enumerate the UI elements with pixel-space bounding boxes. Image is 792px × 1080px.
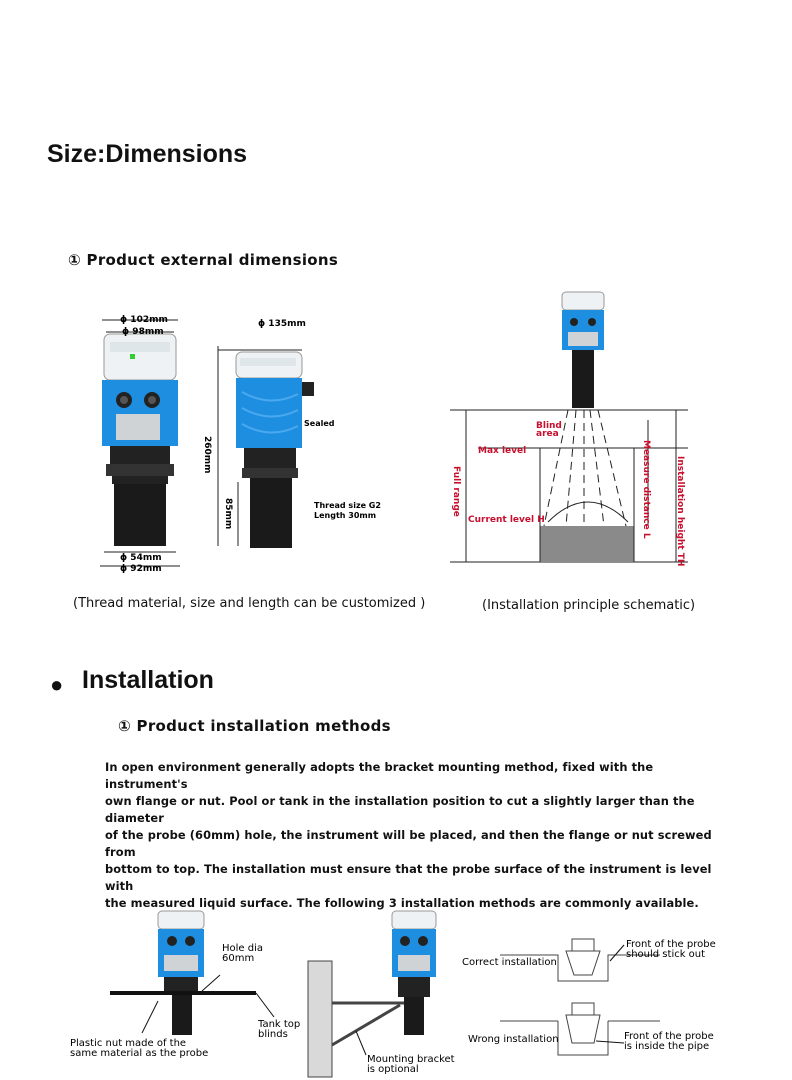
- bracket-label-1: Mounting bracket: [367, 1054, 455, 1065]
- probe-side-view: [217, 346, 314, 548]
- measure-distance-label: Measure distance L: [641, 440, 651, 539]
- paragraph-line: the measured liquid surface. The followi…: [105, 896, 699, 910]
- dia-base-label: ϕ 92mm: [120, 564, 162, 574]
- front-out-label-2: should stick out: [626, 949, 705, 960]
- height-label: 260mm: [202, 436, 212, 474]
- front-in-label-2: is inside the pipe: [624, 1041, 709, 1052]
- probe-front-view: [100, 319, 180, 567]
- size-dimensions-heading: Size:Dimensions: [47, 140, 248, 168]
- blind-label-1: Blind: [536, 421, 562, 431]
- max-level-label: Max level: [478, 446, 526, 456]
- sealed-label: Sealed: [304, 419, 335, 428]
- dia-outer-label: ϕ 102mm: [120, 315, 168, 325]
- paragraph-line: In open environment generally adopts the…: [105, 760, 654, 791]
- correct-install-label: Correct installation: [462, 957, 557, 968]
- dimensions-caption: (Thread material, size and length can be…: [73, 596, 426, 611]
- bracket-label-2: is optional: [367, 1064, 419, 1075]
- installation-figure: Hole dia 60mm Tank top blinds Plastic nu…: [70, 910, 716, 1078]
- front-in-label-1: Front of the probe: [624, 1031, 714, 1042]
- front-out-label-1: Front of the probe: [626, 939, 716, 950]
- current-level-label: Current level H: [468, 515, 545, 525]
- hole-dia-label-2: 60mm: [222, 953, 254, 964]
- tank-top-label-2: blinds: [258, 1029, 288, 1040]
- thread-size-label: Thread size G2: [314, 501, 381, 510]
- external-dimensions-heading: ① Product external dimensions: [68, 251, 339, 269]
- thread-length-text: Length 30mm: [314, 511, 376, 520]
- installation-paragraph: In open environment generally adopts the…: [105, 759, 725, 912]
- installation-methods-heading: ① Product installation methods: [118, 717, 391, 735]
- tank-top-label-1: Tank top: [257, 1019, 300, 1030]
- paragraph-line: bottom to top. The installation must ens…: [105, 862, 712, 893]
- wrong-install-label: Wrong installation: [468, 1034, 559, 1045]
- installation-bullet: ●: [50, 672, 64, 697]
- installation-height-label: Installation height TH: [675, 456, 685, 566]
- schematic-caption: (Installation principle schematic): [482, 598, 696, 613]
- blind-label-2: area: [536, 429, 559, 439]
- paragraph-line: of the probe (60mm) hole, the instrument…: [105, 828, 712, 859]
- schematic-probe: [561, 291, 605, 408]
- correct-install-diagram: [500, 938, 660, 982]
- dia-small-label: ϕ 54mm: [120, 553, 162, 563]
- bracket-mount-probe: [391, 910, 437, 1035]
- dia-inner-label: ϕ 98mm: [122, 327, 164, 337]
- hole-dia-label-1: Hole dia: [222, 943, 263, 954]
- plastic-nut-label-2: same material as the probe: [70, 1048, 208, 1059]
- plastic-nut-label-1: Plastic nut made of the: [70, 1038, 186, 1049]
- installation-schematic: Blind area Max level Current level H Ful…: [450, 291, 688, 566]
- installation-heading: Installation: [82, 666, 214, 694]
- paragraph-line: own flange or nut. Pool or tank in the i…: [105, 794, 695, 825]
- flange-mount-probe: [157, 910, 205, 1035]
- thread-length-label: 85mm: [223, 498, 233, 529]
- wrong-install-diagram: [500, 1002, 660, 1056]
- full-range-label: Full range: [451, 466, 461, 517]
- dimensions-figure: ϕ 102mm ϕ 98mm ϕ 54mm ϕ 92mm ϕ 135mm 260…: [100, 315, 381, 574]
- dia-side-label: ϕ 135mm: [258, 319, 306, 329]
